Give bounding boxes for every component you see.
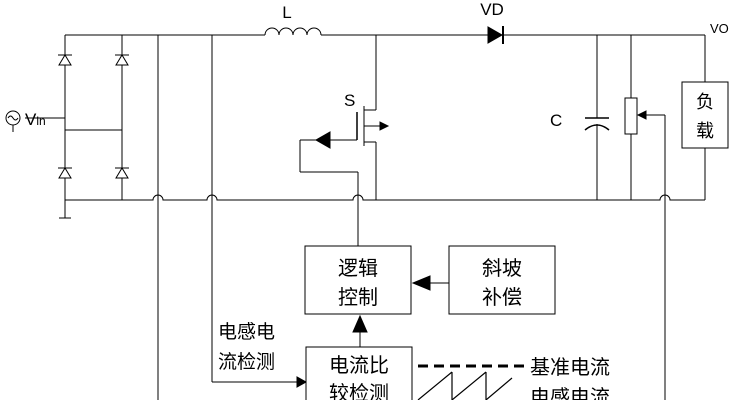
logic-control-box xyxy=(304,245,412,315)
diode-label: VD xyxy=(480,0,504,19)
sense-label-line2: 流检测 xyxy=(218,351,275,373)
inductor-current-label: 电感电流 xyxy=(530,385,610,400)
bridge-diode-3 xyxy=(58,167,72,179)
bridge-diode-4 xyxy=(115,167,129,179)
compare-to-logic-arrow xyxy=(352,314,368,333)
slope-to-logic-arrow xyxy=(411,275,431,291)
compare-label-line2: 较检测 xyxy=(329,381,389,400)
bridge-diode-1 xyxy=(58,54,72,66)
logic-label-line2: 控制 xyxy=(338,285,378,309)
gate-drive-arrow xyxy=(314,131,331,149)
slope-label-line1: 斜坡 xyxy=(482,256,522,280)
ref-current-label: 基准电流 xyxy=(530,355,610,379)
inductor-label: L xyxy=(282,3,291,22)
output-label: VO xyxy=(710,21,729,36)
sense-label-line1: 电感电 xyxy=(218,321,275,343)
slope-label-line2: 补偿 xyxy=(482,285,522,309)
capacitor-label: C xyxy=(550,111,562,130)
sense-arrow-head xyxy=(296,376,308,388)
bridge-diode-2 xyxy=(115,54,129,66)
source-label-sub: in xyxy=(36,114,45,128)
inductor-coil xyxy=(264,27,322,36)
diode-vd-symbol xyxy=(487,26,504,44)
slope-compensation-box xyxy=(448,245,556,315)
compare-label-line1: 电流比 xyxy=(329,353,389,377)
load-label-line2: 载 xyxy=(696,121,714,142)
inductor-current-ramp xyxy=(417,371,513,400)
ac-source-symbol xyxy=(5,110,65,132)
bottom-rail xyxy=(65,194,705,201)
load-label-line1: 负 xyxy=(696,92,714,113)
feedback-resistor xyxy=(624,97,638,135)
source-label: Vin xyxy=(25,110,46,129)
current-compare-box xyxy=(305,346,413,400)
switch-body-arrow xyxy=(379,121,390,131)
logic-label-line1: 逻辑 xyxy=(338,256,378,280)
resistor-tap-arrow xyxy=(636,110,647,120)
source-label-main: V xyxy=(25,110,37,129)
ground-symbol xyxy=(59,200,71,219)
switch-label: S xyxy=(344,91,355,110)
